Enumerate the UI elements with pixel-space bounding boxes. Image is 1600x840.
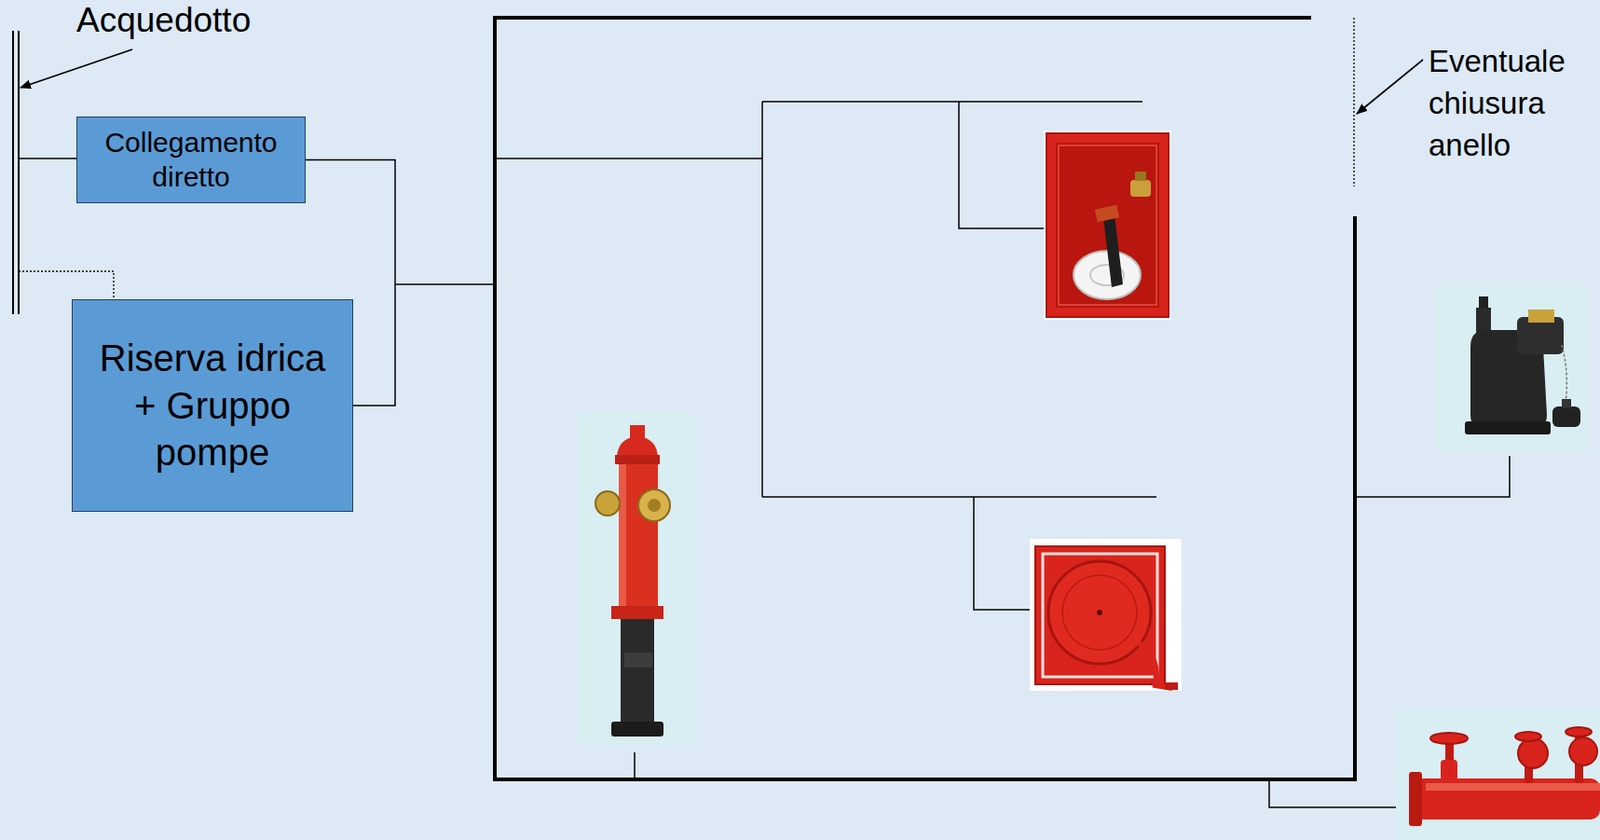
- box-text: Riserva idrica + Gruppo pompe: [85, 334, 340, 477]
- supply-line: [18, 157, 85, 160]
- process-box: Riserva idrica + Gruppo pompe: [71, 299, 354, 512]
- dotted-supply-line: [18, 271, 114, 300]
- leader-arrow: [1356, 59, 1423, 114]
- process-box: Collegamento diretto: [76, 116, 306, 204]
- ring-feed-line: [395, 283, 495, 286]
- hose-cabinet-illustration: [1043, 130, 1172, 320]
- pump-inlet-illustration: [1395, 709, 1600, 840]
- underground-hydrant-illustration: [1436, 286, 1590, 452]
- hose-reel-illustration: [1029, 538, 1182, 691]
- ring-closure-dotted: [1353, 17, 1354, 187]
- hydrant-illustration: [578, 412, 697, 745]
- callout-label: Eventuale chiusura anello: [1428, 41, 1593, 167]
- main-ring: [494, 17, 1355, 780]
- box-text: Collegamento diretto: [77, 125, 305, 194]
- leader-arrow: [20, 49, 133, 88]
- branch-lines: [494, 101, 1510, 807]
- aqueduct-pipe: [13, 30, 19, 315]
- callout-label: Acquedotto: [76, 0, 291, 42]
